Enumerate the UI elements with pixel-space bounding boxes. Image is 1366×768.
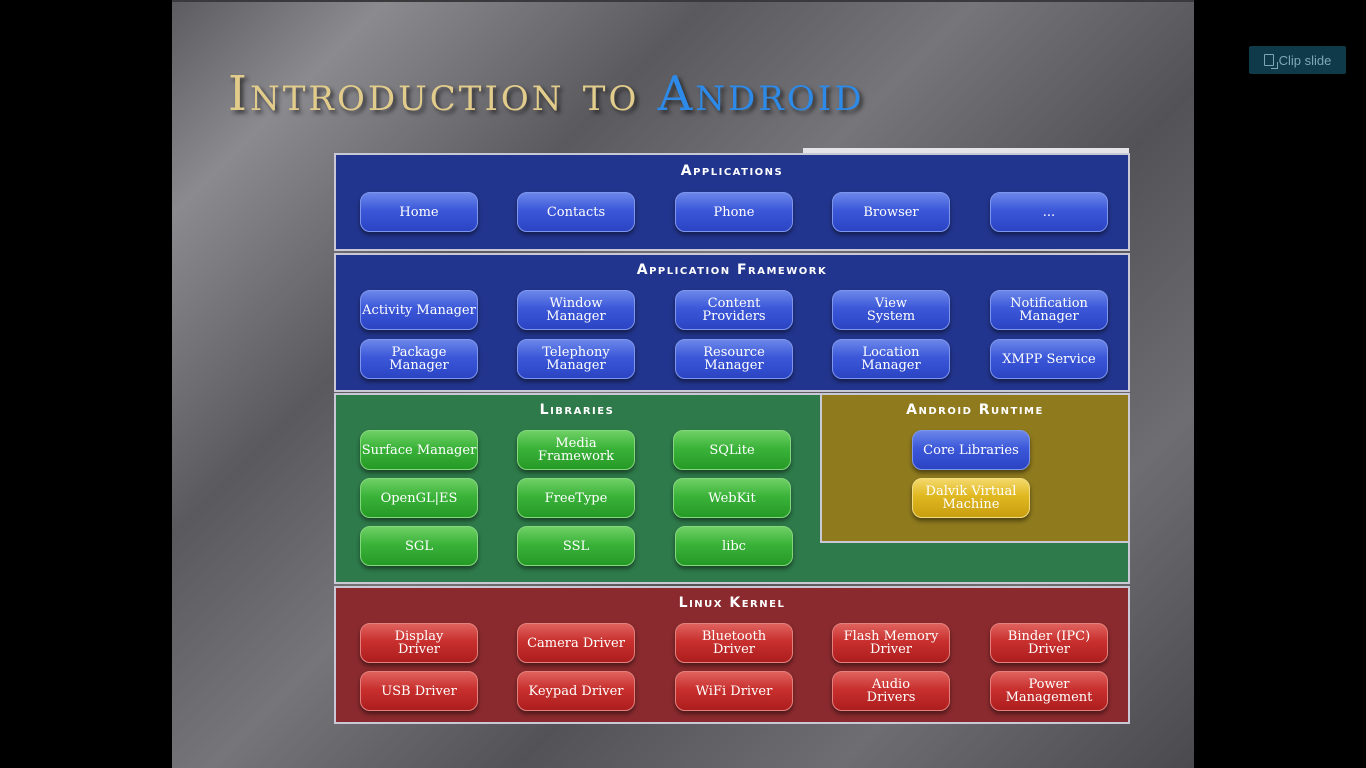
- k-power-management: Power Management: [990, 671, 1108, 711]
- k-bluetooth-driver: Bluetooth Driver: [675, 623, 793, 663]
- libraries-title: Libraries: [539, 402, 615, 418]
- rt-dalvik-vm: Dalvik Virtual Machine: [912, 478, 1030, 518]
- fw-package-manager: Package Manager: [360, 339, 478, 379]
- lib-surface-manager: Surface Manager: [360, 430, 478, 470]
- k-wifi-driver: WiFi Driver: [675, 671, 793, 711]
- runtime-title: Android Runtime: [906, 402, 1044, 418]
- fw-resource-manager: Resource Manager: [675, 339, 793, 379]
- title-part-2: Android: [657, 66, 865, 122]
- title-part-1: Introduction to: [228, 66, 640, 122]
- k-flash-memory-driver: Flash Memory Driver: [832, 623, 950, 663]
- clip-slide-button[interactable]: Clip slide: [1249, 46, 1346, 74]
- clip-icon: [1263, 54, 1274, 66]
- fw-notification-manager: Notification Manager: [990, 290, 1108, 330]
- lib-sqlite: SQLite: [673, 430, 791, 470]
- lib-webkit: WebKit: [673, 478, 791, 518]
- slide-title: Introduction to Android: [228, 66, 864, 130]
- k-display-driver: Display Driver: [360, 623, 478, 663]
- k-keypad-driver: Keypad Driver: [517, 671, 635, 711]
- lib-media-framework: Media Framework: [517, 430, 635, 470]
- slide-top-edge: [172, 0, 1194, 2]
- app-home: Home: [360, 192, 478, 232]
- applications-title: Applications: [680, 163, 784, 179]
- app-contacts: Contacts: [517, 192, 635, 232]
- rt-core-libraries: Core Libraries: [912, 430, 1030, 470]
- kernel-title: Linux Kernel: [678, 595, 786, 611]
- k-binder-ipc-driver: Binder (IPC) Driver: [990, 623, 1108, 663]
- fw-activity-manager: Activity Manager: [360, 290, 478, 330]
- app-browser: Browser: [832, 192, 950, 232]
- lib-freetype: FreeType: [517, 478, 635, 518]
- fw-content-providers: Content Providers: [675, 290, 793, 330]
- fw-window-manager: Window Manager: [517, 290, 635, 330]
- lib-libc: libc: [675, 526, 793, 566]
- lib-opengl-es: OpenGL|ES: [360, 478, 478, 518]
- k-usb-driver: USB Driver: [360, 671, 478, 711]
- k-camera-driver: Camera Driver: [517, 623, 635, 663]
- lib-ssl: SSL: [517, 526, 635, 566]
- lib-sgl: SGL: [360, 526, 478, 566]
- k-audio-drivers: Audio Drivers: [832, 671, 950, 711]
- applications-top-bar: [803, 148, 1129, 153]
- fw-telephony-manager: Telephony Manager: [517, 339, 635, 379]
- clip-slide-label: Clip slide: [1278, 52, 1332, 68]
- app-more: ...: [990, 192, 1108, 232]
- framework-title: Application Framework: [636, 262, 828, 278]
- app-phone: Phone: [675, 192, 793, 232]
- fw-xmpp-service: XMPP Service: [990, 339, 1108, 379]
- fw-view-system: View System: [832, 290, 950, 330]
- fw-location-manager: Location Manager: [832, 339, 950, 379]
